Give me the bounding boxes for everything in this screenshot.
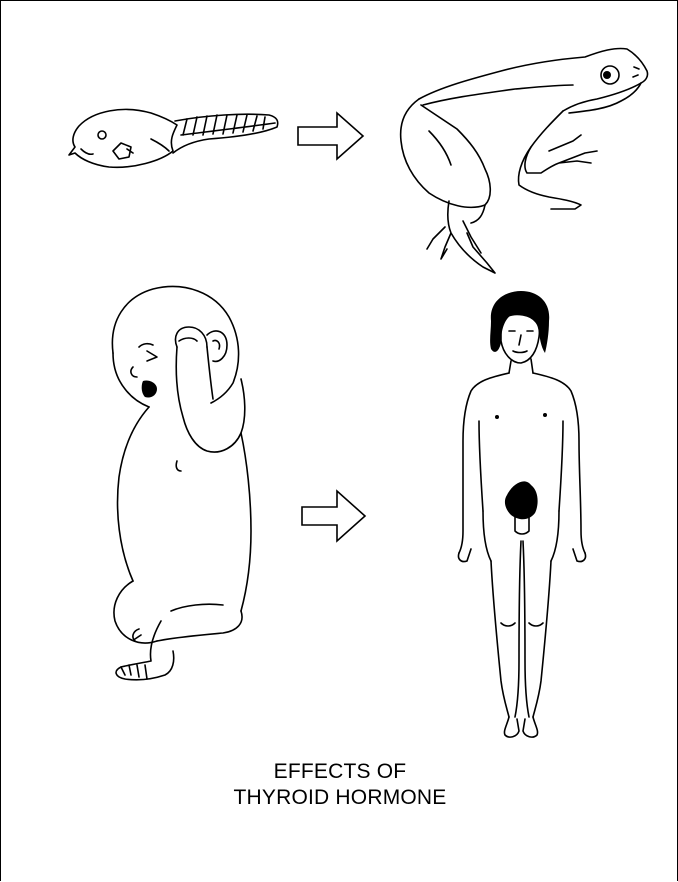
adult-human-icon [458,291,585,737]
frog-icon [401,48,648,273]
diagram-caption: EFFECTS OF THYROID HORMONE [1,759,678,811]
caption-line-2: THYROID HORMONE [1,785,678,811]
right-arrow-icon [298,113,363,159]
right-arrow-icon [302,491,365,541]
baby-icon [112,287,251,680]
caption-line-1: EFFECTS OF [1,759,678,785]
tadpole-icon [69,109,278,167]
